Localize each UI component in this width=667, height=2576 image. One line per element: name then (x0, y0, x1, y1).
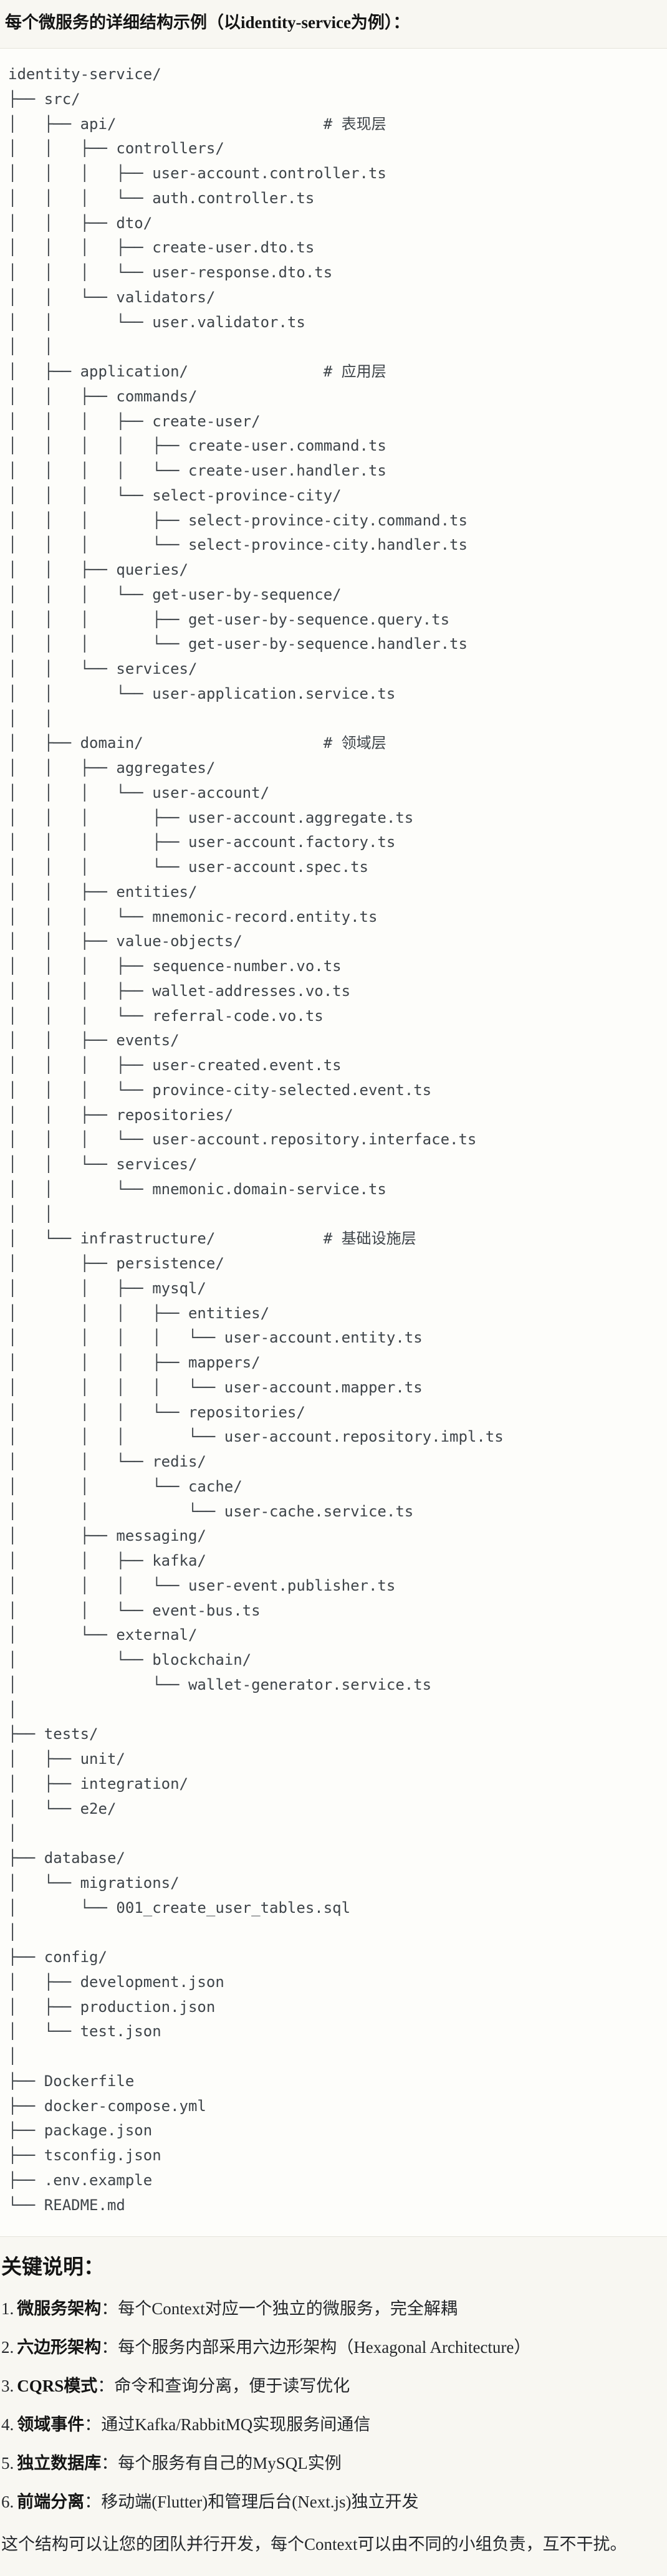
note-item: 4.领域事件：通过Kafka/RabbitMQ实现服务间通信 (1, 2414, 661, 2435)
note-text: ：每个服务内部采用六边形架构（Hexagonal Architecture） (101, 2338, 531, 2357)
note-number: 5. (1, 2454, 14, 2473)
notes-section: 关键说明： 1.微服务架构：每个Context对应一个独立的微服务，完全解耦 2.… (0, 2254, 667, 2555)
document-page: { "colors": { "page_bg": "#f8f7f2", "cod… (0, 10, 667, 2576)
note-item: 2.六边形架构：每个服务内部采用六边形架构（Hexagonal Architec… (1, 2337, 661, 2358)
note-text: ：通过Kafka/RabbitMQ实现服务间通信 (84, 2415, 371, 2435)
note-label: 微服务架构 (17, 2299, 102, 2319)
note-number: 1. (1, 2299, 14, 2319)
note-label: 六边形架构 (17, 2338, 102, 2357)
note-text: ：移动端(Flutter)和管理后台(Next.js)独立开发 (84, 2492, 419, 2512)
note-number: 3. (1, 2377, 14, 2396)
directory-tree: identity-service/ ├── src/ │ ├── api/ # … (8, 65, 504, 2214)
note-text: ：每个服务有自己的MySQL实例 (101, 2454, 342, 2473)
note-number: 2. (1, 2338, 14, 2357)
note-number: 6. (1, 2492, 14, 2512)
note-item: 5.独立数据库：每个服务有自己的MySQL实例 (1, 2453, 661, 2474)
notes-heading: 关键说明： (1, 2256, 104, 2279)
note-text: ：每个Context对应一个独立的微服务，完全解耦 (101, 2299, 458, 2319)
note-label: 前端分离 (17, 2492, 85, 2512)
note-text: ：命令和查询分离，便于读写优化 (97, 2377, 350, 2396)
note-number: 4. (1, 2415, 14, 2435)
notes-footer: 这个结构可以让您的团队并行开发，每个Context可以由不同的小组负责，互不干扰… (1, 2535, 627, 2554)
page-title: 每个微服务的详细结构示例（以identity-service为例）： (5, 13, 410, 32)
note-item: 1.微服务架构：每个Context对应一个独立的微服务，完全解耦 (1, 2298, 661, 2319)
note-label: 独立数据库 (17, 2454, 102, 2473)
code-block: identity-service/ ├── src/ │ ├── api/ # … (0, 48, 667, 2238)
note-label: 领域事件 (17, 2415, 85, 2435)
note-item: 3.CQRS模式：命令和查询分离，便于读写优化 (1, 2375, 661, 2396)
note-label: CQRS模式 (17, 2377, 98, 2396)
note-item: 6.前端分离：移动端(Flutter)和管理后台(Next.js)独立开发 (1, 2491, 661, 2512)
